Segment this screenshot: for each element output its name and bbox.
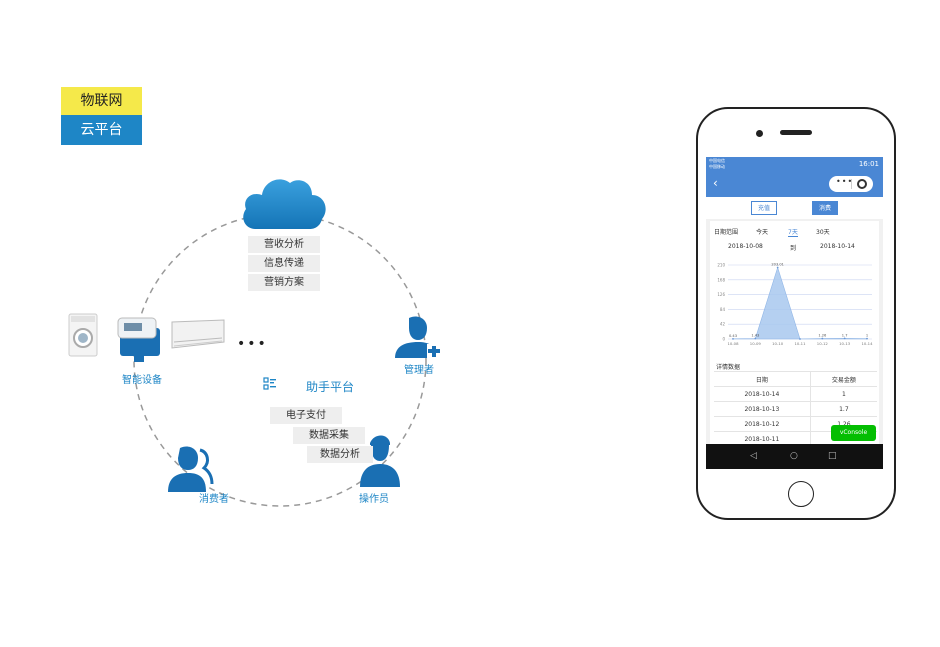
data-label: 0.43 — [729, 334, 737, 338]
y-tick-label: 84 — [720, 307, 726, 312]
data-label: 203.01 — [771, 262, 784, 266]
series-area — [732, 266, 868, 340]
x-tick-label: 10-14 — [861, 341, 873, 346]
x-tick-label: 10-12 — [817, 341, 829, 346]
data-point — [776, 266, 779, 269]
more-devices-ellipsis: ••• — [237, 336, 268, 352]
more-icon[interactable]: ••• — [836, 177, 854, 186]
phone-home-button[interactable] — [788, 481, 814, 507]
date-to-label: 到 — [790, 245, 797, 252]
x-tick-label: 10-13 — [839, 341, 851, 346]
helper-menu-analysis: 数据分析 — [307, 446, 373, 463]
header-date: 日期 — [714, 371, 811, 387]
data-label: 1.26 — [818, 334, 827, 338]
phone-speaker — [780, 130, 812, 135]
row-amount: 1.7 — [810, 401, 877, 417]
nav-back-icon[interactable]: ◁ — [750, 451, 757, 461]
date-range-label: 日期范围 — [714, 229, 739, 236]
start-date[interactable]: 2018-10-08 — [728, 243, 763, 250]
cloud-icon — [243, 179, 326, 229]
consumption-chart: 0 42 84 126 168 210 0.43 10-08 1.43 10-09 203.01 10… — [717, 262, 873, 346]
data-label: 1 — [866, 334, 868, 338]
consumer-label: 消费者 — [199, 494, 229, 505]
data-point — [732, 337, 734, 340]
vconsole-button[interactable]: vConsole — [831, 425, 876, 441]
carrier-line-2: 中国移动 — [709, 164, 725, 169]
y-tick-label: 168 — [717, 277, 725, 282]
table-row: 2018-10-13 1.7 — [714, 401, 877, 417]
row-date: 2018-10-14 — [714, 386, 811, 402]
data-point — [821, 337, 824, 340]
header-amount: 交易金额 — [810, 371, 877, 387]
table-row: 2018-10-14 1 — [714, 386, 877, 402]
phone-screen: 中国电信 中国移动 16:01 ‹ ••• 充值 消费 日期范围 今天 7天 3… — [706, 157, 883, 469]
row-date: 2018-10-13 — [714, 401, 811, 417]
table-header-row: 日期 交易金额 — [714, 371, 877, 387]
tab-consume[interactable]: 消费 — [812, 201, 838, 215]
y-tick-label: 42 — [720, 322, 726, 327]
operator-icon — [360, 435, 400, 487]
back-arrow-icon[interactable]: ‹ — [713, 176, 718, 190]
cloud-menu-marketing: 营销方案 — [248, 274, 320, 291]
manager-icon — [395, 316, 441, 358]
nav-home-icon[interactable]: ○ — [790, 451, 798, 461]
data-point — [754, 337, 757, 340]
helper-menu-collection: 数据采集 — [293, 427, 365, 444]
range-option-today[interactable]: 今天 — [756, 229, 769, 236]
cloud-menu-revenue: 营收分析 — [248, 236, 320, 253]
end-date[interactable]: 2018-10-14 — [820, 243, 855, 250]
nav-recent-icon[interactable]: □ — [828, 451, 837, 461]
x-tick-label: 10-09 — [750, 341, 762, 346]
data-label: 1.7 — [842, 333, 848, 337]
helper-menu-payment: 电子支付 — [270, 407, 342, 424]
carrier-line-1: 中国电信 — [709, 158, 725, 163]
y-tick-label: 126 — [717, 292, 725, 297]
iot-tag: 物联网 — [61, 87, 142, 115]
x-tick-label: 10-11 — [794, 341, 806, 346]
mode-tabs: 充值 消费 — [706, 197, 883, 219]
list-icon — [263, 377, 276, 390]
data-point — [843, 337, 846, 340]
capsule-separator — [851, 179, 852, 189]
detail-title: 详情数据 — [716, 364, 741, 371]
manager-label: 管理者 — [404, 365, 434, 376]
data-point — [799, 338, 801, 340]
row-date: 2018-10-12 — [714, 416, 811, 432]
capsule-menu[interactable]: ••• — [829, 176, 873, 192]
range-option-30days[interactable]: 30天 — [816, 229, 830, 236]
y-tick-label: 0 — [722, 337, 725, 342]
y-tick-label: 210 — [717, 263, 725, 268]
x-tick-label: 10-08 — [727, 341, 739, 346]
x-tick-label: 10-10 — [772, 341, 784, 346]
cloud-platform-tag: 云平台 — [61, 115, 142, 145]
tab-recharge[interactable]: 充值 — [751, 201, 777, 215]
close-target-icon[interactable] — [857, 179, 867, 189]
consumer-icon — [168, 446, 214, 492]
air-conditioner-icon — [171, 319, 225, 349]
cloud-menu-messaging: 信息传递 — [248, 255, 320, 272]
data-point — [866, 337, 868, 340]
android-nav-bar: ◁ ○ □ — [706, 444, 883, 469]
row-amount: 1 — [810, 386, 877, 402]
water-meter-icon — [117, 317, 160, 362]
detail-table: 日期 交易金额 2018-10-14 1 2018-10-13 1.7 2018… — [714, 371, 877, 447]
range-option-7days[interactable]: 7天 — [788, 229, 798, 237]
phone-camera — [756, 130, 763, 137]
mini-program-navbar: ‹ ••• — [706, 171, 883, 197]
status-bar: 中国电信 中国移动 16:01 — [706, 157, 883, 171]
status-time: 16:01 — [858, 160, 879, 168]
washing-machine-icon — [68, 313, 98, 357]
data-label: 1.43 — [751, 333, 759, 337]
operator-label: 操作员 — [359, 494, 389, 505]
helper-platform-title: 助手平台 — [306, 380, 355, 394]
smart-devices-label: 智能设备 — [122, 375, 162, 386]
